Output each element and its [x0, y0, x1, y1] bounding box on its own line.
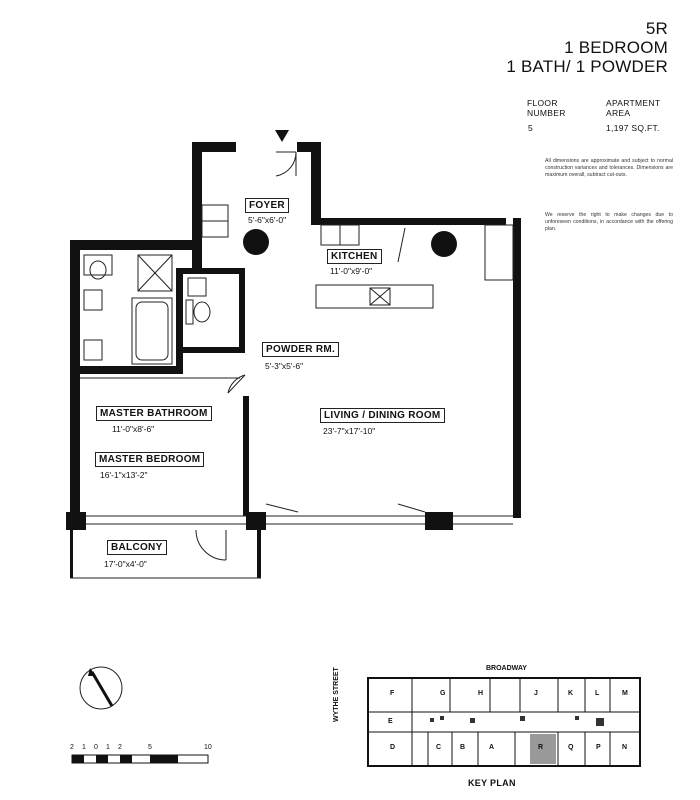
scale-tick: 0: [94, 744, 98, 751]
key-plan-unit: H: [478, 690, 484, 697]
key-plan-unit: L: [595, 690, 600, 697]
unit-number: 5R: [645, 19, 668, 38]
key-plan-title: KEY PLAN: [468, 778, 516, 788]
key-plan-street-wythe: WYTHE STREET: [333, 667, 340, 722]
key-plan-unit: D: [390, 744, 396, 751]
key-plan-unit: J: [534, 690, 538, 697]
key-plan-unit: P: [596, 744, 601, 751]
room-dims-powder: 5'-3"x5'-6": [265, 361, 304, 371]
scale-tick: 10: [204, 744, 212, 751]
reserve-note: We reserve the right to make changes due…: [545, 212, 673, 232]
room-dims-balcony: 17'-0"x4'-0": [104, 559, 147, 569]
key-plan-unit: G: [440, 690, 446, 697]
room-label-kitchen: KITCHEN: [327, 249, 382, 264]
scale-tick: 1: [82, 744, 86, 751]
scale-tick: 5: [148, 744, 152, 751]
key-plan-unit-highlighted: R: [538, 744, 544, 751]
area-label: APARTMENT AREA: [606, 98, 661, 118]
key-plan-unit: K: [568, 690, 574, 697]
key-plan-unit: B: [460, 744, 466, 751]
room-label-powder: POWDER RM.: [262, 342, 340, 357]
floor-label: FLOOR NUMBER: [527, 98, 566, 118]
key-plan-unit: E: [388, 718, 393, 725]
room-label-living-dining: LIVING / DINING ROOM: [320, 408, 445, 423]
room-dims-living-dining: 23'-7"x17'-10": [323, 426, 376, 436]
key-plan-unit: Q: [568, 744, 574, 751]
key-plan-unit: C: [436, 744, 442, 751]
scale-tick: 2: [70, 744, 74, 751]
area-value: 1,197 SQ.FT.: [606, 123, 660, 133]
scale-tick: 1: [106, 744, 110, 751]
key-plan-street-broadway: BROADWAY: [486, 665, 527, 672]
key-plan-unit: A: [489, 744, 495, 751]
room-label-foyer: FOYER: [245, 198, 289, 213]
room-label-master-bedroom: MASTER BEDROOM: [95, 452, 205, 467]
key-plan-unit: F: [390, 690, 395, 697]
floor-value: 5: [528, 123, 534, 133]
room-dims-kitchen: 11'-0"x9'-0": [330, 266, 373, 276]
key-plan-unit: N: [622, 744, 628, 751]
unit-baths: 1 BATH/ 1 POWDER: [506, 57, 668, 76]
scale-tick: 2: [118, 744, 122, 751]
dimensions-note: All dimensions are approximate and subje…: [545, 158, 673, 178]
key-plan-unit: M: [622, 690, 628, 697]
room-dims-master-bedroom: 16'-1"x13'-2": [100, 470, 148, 480]
scale-ticks: 2 1 0 1 2 5 10: [70, 744, 216, 754]
room-label-balcony: BALCONY: [107, 540, 167, 555]
room-dims-foyer: 5'-6"x6'-0": [248, 215, 287, 225]
room-label-master-bathroom: MASTER BATHROOM: [96, 406, 212, 421]
room-dims-master-bathroom: 11'-0"x8'-6": [112, 424, 155, 434]
unit-type: 1 BEDROOM: [564, 38, 668, 57]
